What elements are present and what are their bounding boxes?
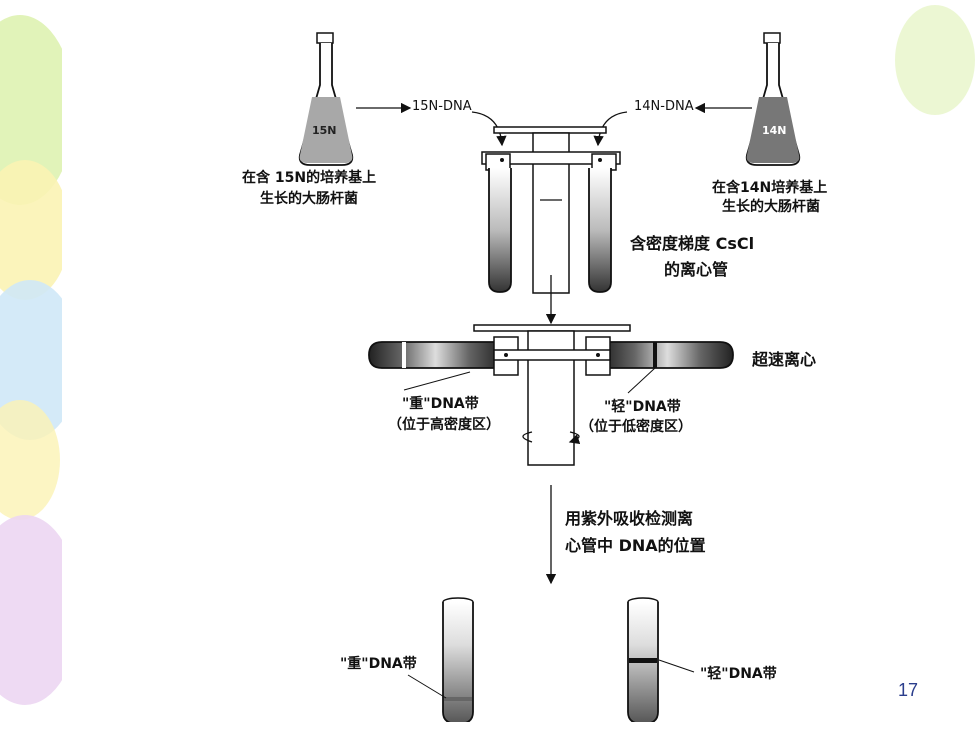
heavy-band-mark bbox=[402, 342, 406, 368]
light-band-mark bbox=[653, 342, 657, 368]
deco-balloon-green-2 bbox=[895, 5, 975, 115]
left-caption-line2: 生长的大肠杆菌 bbox=[260, 191, 358, 207]
cscl-caption-line1: 含密度梯度 CsCl bbox=[630, 234, 755, 253]
deco-balloon-blue bbox=[0, 280, 80, 440]
label-14n-dna: 14N-DNA bbox=[634, 99, 694, 114]
heavy-zone-label: （位于高密度区） bbox=[388, 417, 500, 433]
flask-right bbox=[745, 32, 801, 166]
result-tube-heavy bbox=[407, 597, 474, 725]
deco-balloon-purple bbox=[0, 515, 80, 705]
label-15n-dna: 15N-DNA bbox=[412, 99, 472, 114]
meselson-stahl-diagram bbox=[298, 32, 801, 725]
flask-left-mark: 15N bbox=[312, 124, 337, 137]
deco-balloon-yellow-2 bbox=[0, 400, 60, 520]
deco-balloon-yellow bbox=[0, 160, 70, 300]
heavy-band-bottom-label: "重"DNA带 bbox=[340, 656, 417, 672]
cscl-tube-right bbox=[588, 168, 612, 293]
ultracentrifuge bbox=[368, 324, 734, 466]
light-band-bottom-label: "轻"DNA带 bbox=[700, 666, 777, 682]
light-band-bottom-mark bbox=[629, 658, 657, 663]
arrow-into-right-tube bbox=[593, 111, 628, 147]
light-band-label: "轻"DNA带 bbox=[604, 399, 681, 415]
heavy-band-bottom-mark bbox=[444, 697, 472, 701]
left-caption-line1: 在含 15N的培养基上 bbox=[242, 170, 377, 186]
flask-left bbox=[298, 32, 354, 166]
cscl-caption-line2: 的离心管 bbox=[664, 260, 729, 279]
heavy-band-label: "重"DNA带 bbox=[402, 396, 479, 412]
uv-caption-line1: 用紫外吸收检测离 bbox=[565, 509, 694, 528]
flask-right-mark: 14N bbox=[762, 124, 787, 137]
light-zone-label: （位于低密度区） bbox=[580, 419, 692, 435]
arrow-into-left-tube bbox=[471, 111, 507, 147]
diagram-figure: 15N-DNA 14N-DNA 15N 14N 在含 15N的培养基上 生长的大… bbox=[62, 0, 885, 725]
right-caption-line1: 在含14N培养基上 bbox=[712, 180, 828, 196]
right-caption-line2: 生长的大肠杆菌 bbox=[722, 199, 820, 215]
uv-caption-line2: 心管中 DNA的位置 bbox=[565, 536, 706, 555]
cscl-tube-left bbox=[488, 168, 512, 293]
result-tube-light bbox=[627, 597, 695, 725]
ultracentrifuge-caption: 超速离心 bbox=[752, 350, 817, 369]
page-number: 17 bbox=[897, 680, 918, 700]
deco-balloon-green bbox=[0, 15, 75, 205]
